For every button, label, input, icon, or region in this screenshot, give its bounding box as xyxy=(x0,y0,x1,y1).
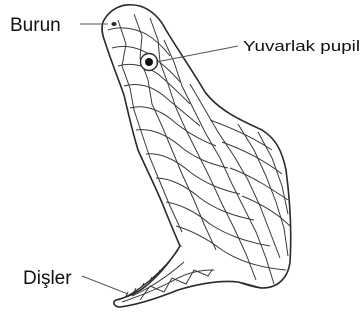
round-pupil xyxy=(145,58,153,66)
eye-icon xyxy=(141,54,158,71)
label-nose: Burun xyxy=(10,15,61,36)
leader-line-teeth xyxy=(82,276,128,294)
label-round-pupil: Yuvarlak pupil xyxy=(243,39,360,55)
nostril-icon xyxy=(111,22,116,26)
label-teeth: Dişler xyxy=(23,268,72,289)
